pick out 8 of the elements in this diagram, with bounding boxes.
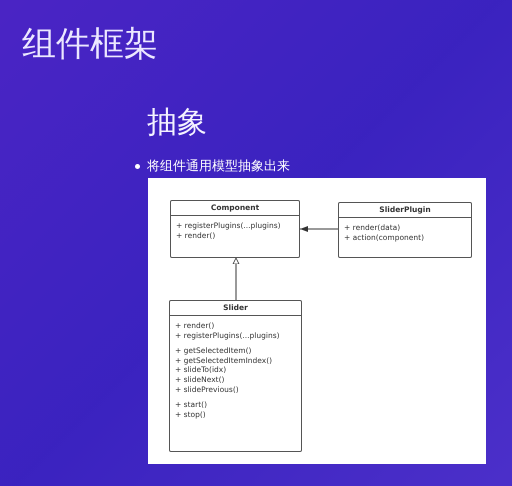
class-box	[169, 300, 302, 452]
association-arrow	[300, 226, 338, 232]
bullet-text: 将组件通用模型抽象出来	[147, 158, 290, 175]
slide-title: 组件框架	[22, 24, 158, 64]
class-box	[338, 202, 472, 258]
inheritance-arrow	[232, 258, 240, 300]
class-box	[170, 200, 300, 258]
section-heading: 抽象	[147, 104, 207, 142]
